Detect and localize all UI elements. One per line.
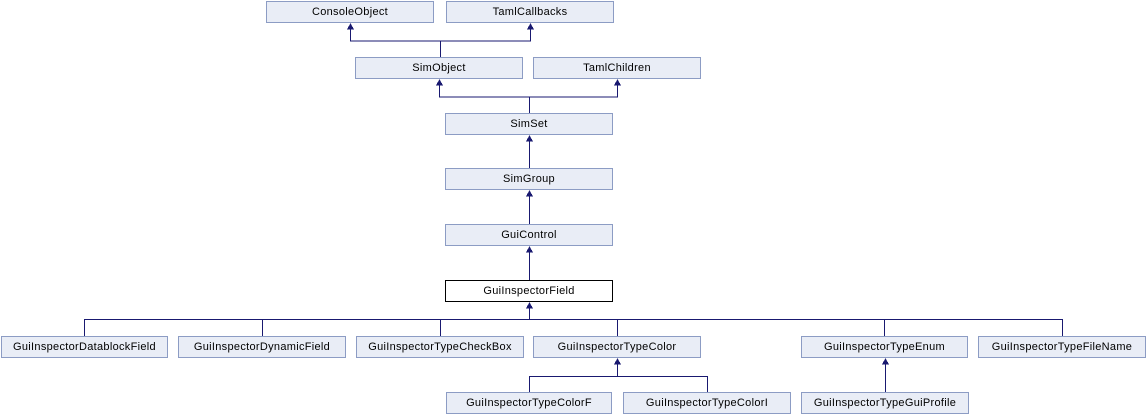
- class-node-guiinspectortypecheckbox[interactable]: GuiInspectorTypeCheckBox: [356, 336, 524, 358]
- class-node-guiinspectortypecolori[interactable]: GuiInspectorTypeColorI: [623, 392, 791, 414]
- class-node-guiinspectortypeguiprofile[interactable]: GuiInspectorTypeGuiProfile: [801, 392, 969, 414]
- class-node-tamlchildren[interactable]: TamlChildren: [533, 57, 701, 79]
- class-node-guiinspectortypecolor[interactable]: GuiInspectorTypeColor: [533, 336, 701, 358]
- class-node-simgroup[interactable]: SimGroup: [445, 168, 613, 190]
- edge-guiinspectorfield-to-guicontrol: [526, 246, 533, 280]
- class-node-simset[interactable]: SimSet: [445, 113, 613, 135]
- edge-guiprofile-to-typeenum: [882, 358, 889, 392]
- class-node-guiinspectordynamicfield[interactable]: GuiInspectorDynamicField: [178, 336, 346, 358]
- class-node-consoleobject[interactable]: ConsoleObject: [266, 1, 434, 23]
- edge-simgroup-to-simset: [526, 135, 533, 168]
- class-node-simobject[interactable]: SimObject: [355, 57, 523, 79]
- edge-simset-to-simobject-and-tamlchildren: [436, 79, 621, 113]
- edge-simobject-to-consoleobject-and-tamlcallbacks: [347, 23, 534, 57]
- edge-guicontrol-to-simgroup: [526, 190, 533, 224]
- class-node-guiinspectortypeenum[interactable]: GuiInspectorTypeEnum: [801, 336, 968, 358]
- class-node-guiinspectorfield: GuiInspectorField: [445, 280, 613, 302]
- class-node-guicontrol[interactable]: GuiControl: [445, 224, 613, 246]
- class-node-guiinspectortypecolorf[interactable]: GuiInspectorTypeColorF: [446, 392, 612, 414]
- class-node-tamlcallbacks[interactable]: TamlCallbacks: [446, 1, 614, 23]
- edge-subclasses-to-guiinspectorfield: [84, 302, 1063, 336]
- class-node-guiinspectortypefilename[interactable]: GuiInspectorTypeFileName: [978, 336, 1146, 358]
- edge-colorf-colori-to-typecolor: [529, 358, 708, 392]
- class-node-guiinspectordatablockfield[interactable]: GuiInspectorDatablockField: [1, 336, 168, 358]
